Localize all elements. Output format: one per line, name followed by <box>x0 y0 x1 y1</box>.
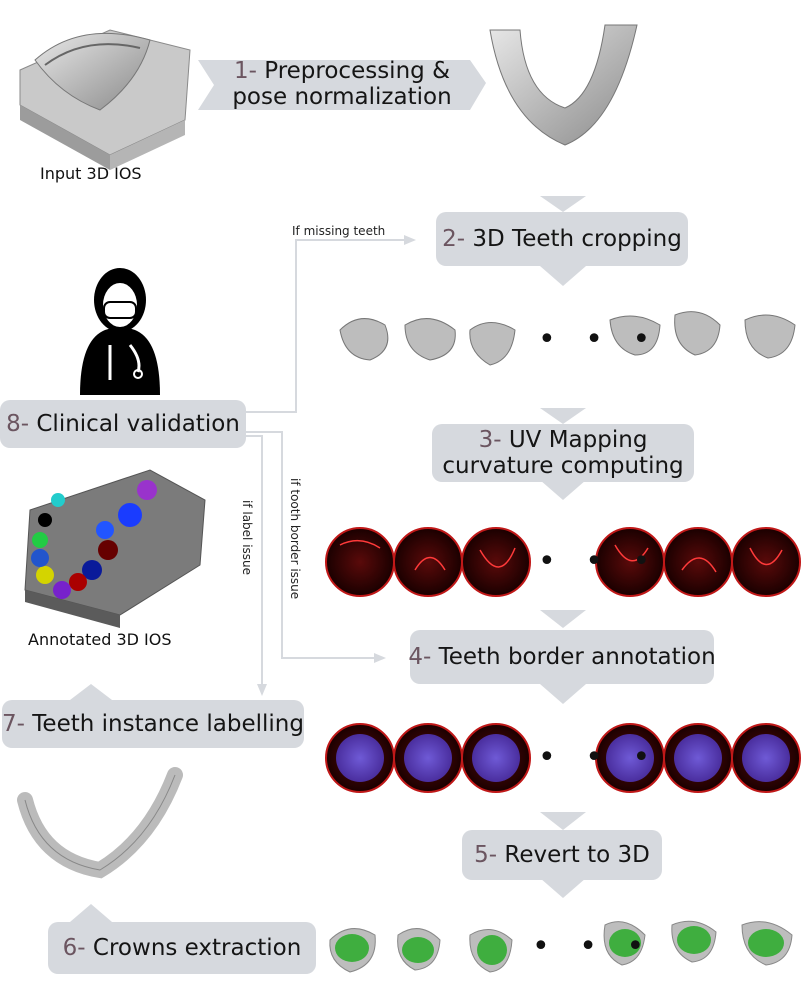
doctor-icon <box>80 268 160 395</box>
step1-line2: pose normalization <box>232 84 452 110</box>
step1-number: 1- <box>233 58 257 84</box>
ellipsis-crowns: • • • <box>532 929 655 964</box>
border-annotation-row <box>325 723 801 793</box>
step7-label: Teeth instance labelling <box>32 711 304 737</box>
step1-line1: Preprocessing & <box>264 58 450 84</box>
crowns-arch <box>17 767 183 879</box>
step8-label: Clinical validation <box>36 411 240 437</box>
normalized-jaw-model <box>489 24 638 146</box>
step4-number: 4- <box>408 644 432 670</box>
label-issue-annotation: if label issue <box>240 500 254 576</box>
step7-number: 7- <box>2 711 25 737</box>
step5-number: 5- <box>474 842 498 868</box>
step6-label: Crowns extraction <box>92 935 302 961</box>
step3-line2: curvature computing <box>442 453 684 479</box>
step3-box: 3- UV Mapping curvature computing <box>432 424 694 482</box>
ellipsis-cropped: • • • <box>538 322 661 357</box>
step2-box: 2- 3D Teeth cropping <box>436 212 688 266</box>
cropped-teeth-row <box>339 311 796 366</box>
ellipsis-annotation: • • • <box>538 740 661 775</box>
step6-box: 6- Crowns extraction <box>48 922 316 974</box>
step7-box: 7- Teeth instance labelling <box>2 700 304 748</box>
step6-number: 6- <box>62 935 86 961</box>
curvature-maps-row <box>325 527 801 597</box>
step3-line1: UV Mapping <box>508 427 648 453</box>
step4-box: 4- Teeth border annotation <box>408 630 716 684</box>
step2-number: 2- <box>442 226 466 252</box>
annotated-ios-model <box>24 469 206 628</box>
tooth-border-issue-annotation: if tooth border issue <box>288 478 302 600</box>
feedback-connectors <box>245 235 416 696</box>
input-ios-caption: Input 3D IOS <box>40 164 142 183</box>
up-arrows <box>70 684 112 922</box>
down-arrows <box>540 196 586 898</box>
step5-box: 5- Revert to 3D <box>462 830 662 880</box>
input-ios-model <box>19 29 191 170</box>
step1-arrow <box>198 60 486 110</box>
step4-label: Teeth border annotation <box>438 644 716 670</box>
step8-box: 8- Clinical validation <box>0 400 246 448</box>
step5-label: Revert to 3D <box>504 842 650 868</box>
step2-label: 3D Teeth cropping <box>472 226 682 252</box>
missing-teeth-annotation: If missing teeth <box>292 224 386 238</box>
step1-box: 1- Preprocessing & pose normalization <box>216 54 468 114</box>
step8-number: 8- <box>6 411 30 437</box>
crowns-row <box>329 920 793 973</box>
annotated-ios-caption: Annotated 3D IOS <box>28 630 172 649</box>
ellipsis-curvature: • • • <box>538 544 661 579</box>
step3-number: 3- <box>478 427 502 453</box>
